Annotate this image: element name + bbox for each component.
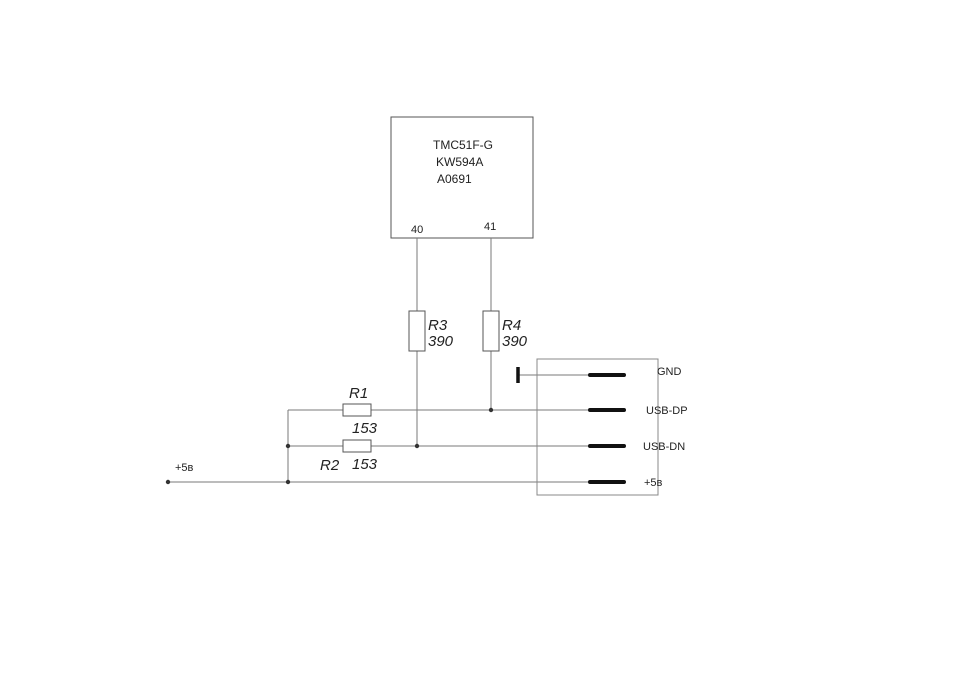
usb-connector-frame [536, 358, 659, 496]
junction-dot-5v-input [165, 479, 171, 485]
chip-pin-40-label: 40 [411, 224, 423, 236]
usb-pin-label-dp: USB-DP [646, 405, 688, 417]
resistor-r2-ref: R2 [320, 457, 340, 474]
resistor-r1-value: 153 [352, 420, 378, 437]
resistor-r2-body [342, 439, 372, 453]
resistor-r3-body [408, 310, 426, 352]
resistor-r3-value: 390 [428, 333, 454, 350]
chip-body [390, 116, 534, 239]
resistor-r3-ref: R3 [428, 317, 448, 334]
junction-dot-usb-dn [414, 443, 420, 449]
resistor-r4-value: 390 [502, 333, 528, 350]
chip-label-line-3: A0691 [437, 172, 472, 186]
chip-label-line-1: TMC51F-G [433, 138, 493, 152]
junction-dot-usb-dp [488, 407, 494, 413]
junction-dot-pullup-rail [285, 479, 291, 485]
resistor-r4-body [482, 310, 500, 352]
resistor-r1-body [342, 403, 372, 417]
resistor-r3: R3 390 [408, 310, 454, 352]
usb-pin-label-dn: USB-DN [643, 441, 685, 453]
usb-connector: GND USB-DP USB-DN +5в [536, 358, 688, 496]
chip-label-line-2: KW594A [436, 155, 483, 169]
supply-5v-label: +5в [175, 462, 194, 474]
resistor-r2-value: 153 [352, 456, 378, 473]
usb-pin-label-gnd: GND [657, 366, 682, 378]
usb-pin-label-5v: +5в [644, 477, 663, 489]
chip-pin-41-label: 41 [484, 221, 496, 233]
resistor-r4-ref: R4 [502, 317, 521, 334]
resistor-r4: R4 390 [482, 310, 528, 352]
chip: TMC51F-G KW594A A0691 40 41 [390, 116, 534, 239]
resistor-r1: R1 153 [342, 385, 378, 437]
resistor-r2: R2 153 [320, 439, 378, 474]
junction-dot-pullup-mid [285, 443, 291, 449]
resistor-r1-ref: R1 [349, 385, 368, 402]
